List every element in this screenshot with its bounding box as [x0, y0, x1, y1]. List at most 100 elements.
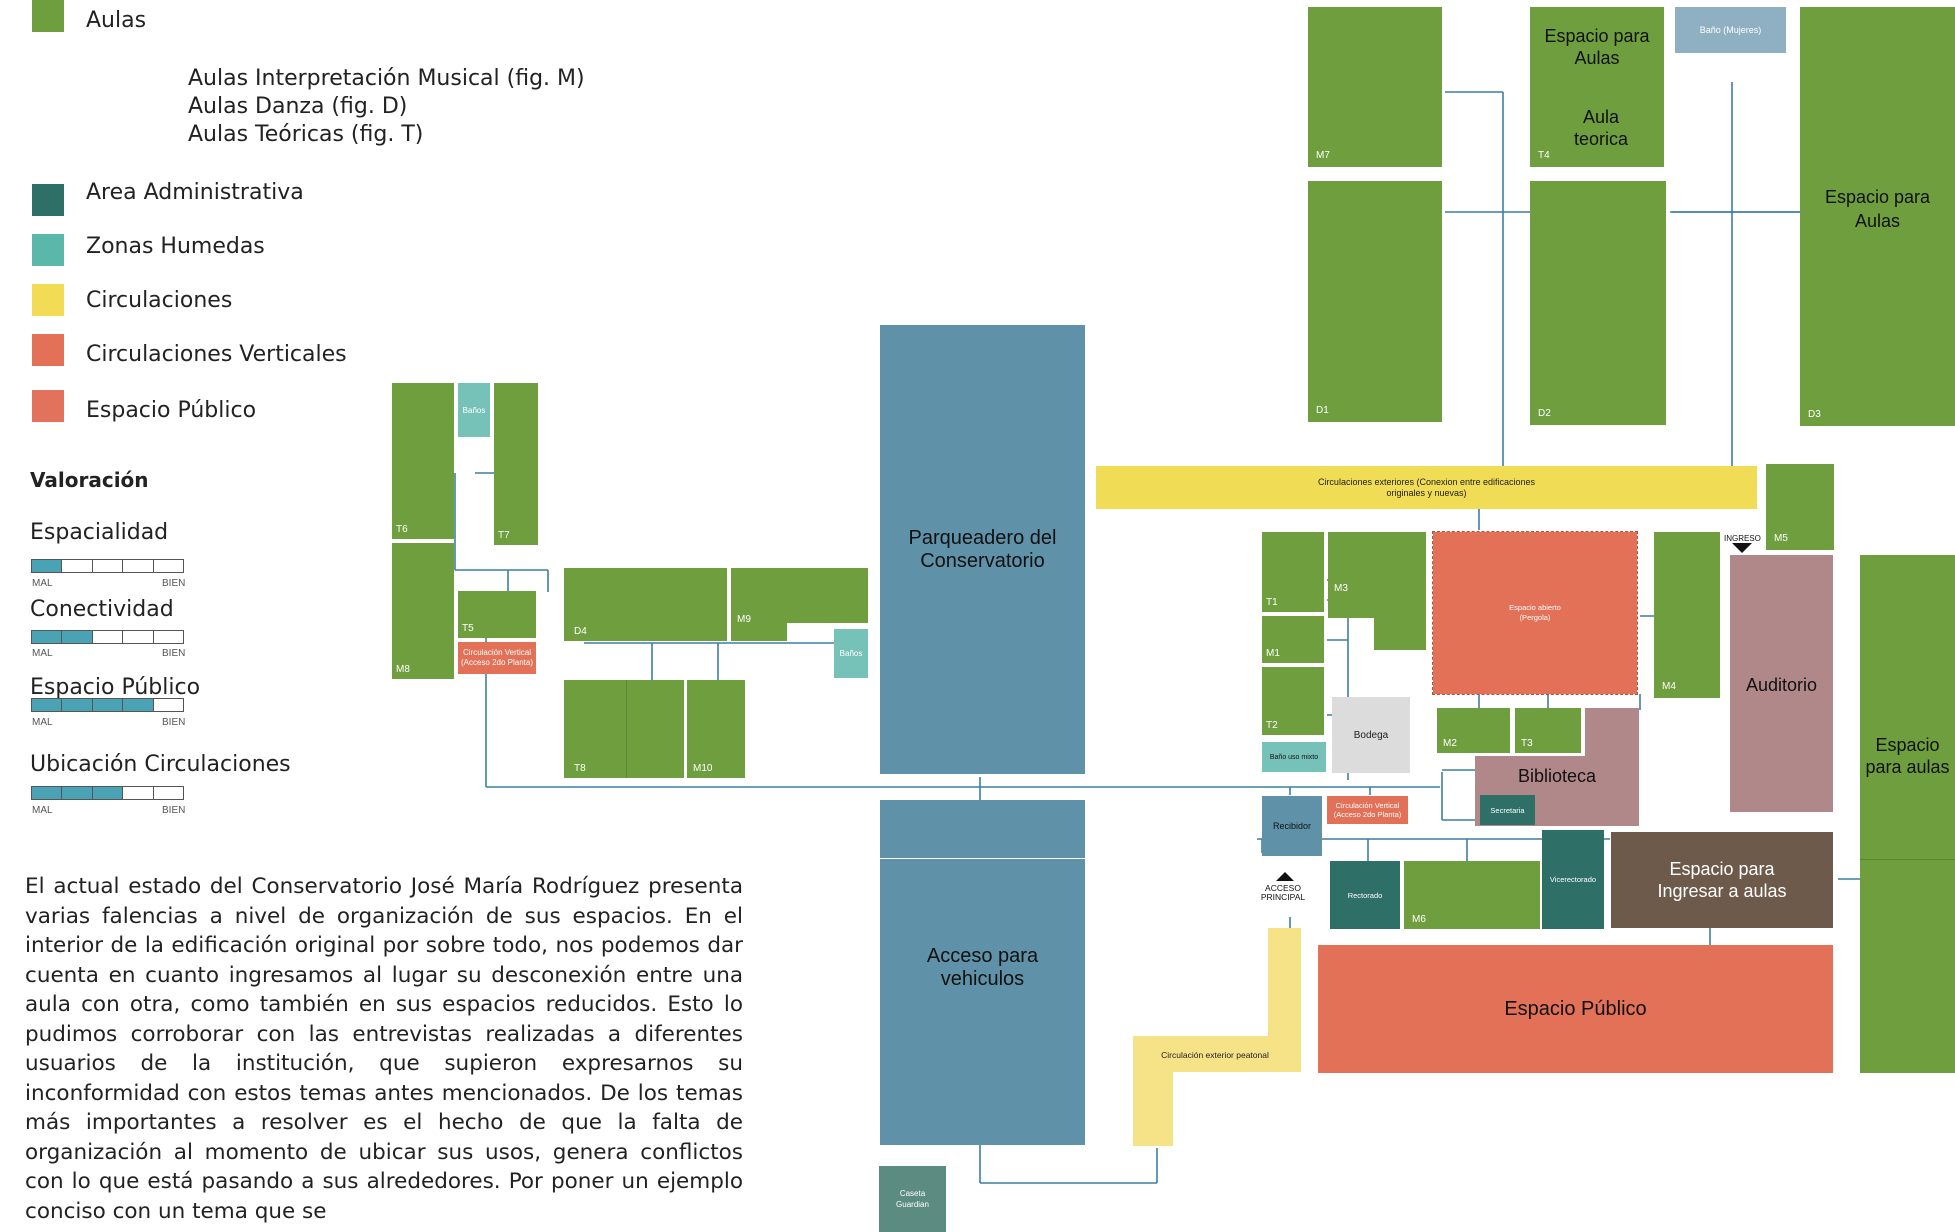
room-label: T4 [1538, 150, 1550, 161]
rating-min: MAL [32, 648, 53, 659]
room-banos-top: Baños [458, 383, 490, 437]
room-label: M5 [1774, 533, 1788, 544]
room-label: Circulación exterior peatonal [1161, 1050, 1269, 1060]
room-label: Espacio abierto (Pergola) [1509, 603, 1561, 622]
legend-label-circ-vert: Circulaciones Verticales [86, 342, 347, 367]
room-m3: M3 [1328, 532, 1426, 618]
espacio-abierto: Espacio abierto (Pergola) [1432, 531, 1638, 695]
divider [1860, 859, 1955, 860]
room-label: Espacio para Ingresar a aulas [1657, 859, 1787, 901]
parqueadero: Parqueadero del Conservatorio [880, 325, 1085, 774]
bano-mixto: Baño uso mixto [1262, 742, 1326, 772]
room-label: Circulaciones exteriores (Conexion entre… [1317, 476, 1536, 498]
room-label: T3 [1521, 738, 1533, 749]
secretaria: Secretaria [1480, 795, 1535, 825]
room-label: Baños [839, 649, 863, 658]
room-label: Espacio para Aulas [1824, 187, 1931, 231]
espacio-aulas-2: Espacio para Aulas [1800, 184, 1955, 234]
room-label: Baño uso mixto [1269, 753, 1319, 761]
legend-sub-danza: Aulas Danza (fig. D) [188, 94, 408, 119]
rating-label-ubicacion: Ubicación Circulaciones [30, 752, 291, 777]
circ-peatonal-vertical [1268, 928, 1301, 1072]
espacio-aulas-right-label: Espacio para aulas [1860, 730, 1955, 782]
room-label: Circulación Vertical (Acceso 2do Planta) [1333, 801, 1402, 819]
room-label: ACCESO PRINCIPAL [1260, 883, 1306, 902]
room-label: Secretaria [1490, 805, 1525, 815]
room-t4: T4 [1530, 7, 1664, 167]
legend-swatch-circulaciones [32, 284, 64, 316]
room-banos-right: Baños [834, 629, 868, 678]
room-m9-ext: M9 [731, 614, 787, 641]
room-label: Espacio Público [1504, 997, 1647, 1020]
room-m6: M6 [1404, 861, 1540, 929]
room-m10: M10 [687, 680, 745, 778]
rating-label-espacio-publico: Espacio Público [30, 675, 201, 700]
room-label: M1 [1266, 648, 1280, 659]
room-label: Espacio para aulas [1865, 735, 1950, 777]
espacio-ingresar-aulas: Espacio para Ingresar a aulas [1611, 832, 1833, 928]
rating-bar-ubicacion [31, 786, 185, 800]
vicerrectorado: Vicerectorado [1542, 830, 1604, 929]
room-t8: T8 [564, 680, 684, 778]
room-label: M4 [1662, 681, 1676, 692]
room-label: Auditorio [1745, 675, 1818, 695]
legend-sub-teoricas: Aulas Teóricas (fig. T) [188, 122, 424, 147]
room-label: Caseta Guardian [896, 1189, 929, 1209]
room-label: Vicerectorado [1549, 875, 1597, 884]
rating-bar-espacialidad [31, 559, 185, 573]
acceso-vehiculos-top [880, 800, 1085, 858]
room-espacio-aulas-right [1860, 555, 1955, 1073]
room-t5: T5 [458, 591, 536, 638]
room-label: Aula teorica [1573, 107, 1629, 149]
legend-label-aulas: Aulas [86, 8, 147, 33]
room-t3: T3 [1515, 708, 1581, 753]
rating-max: BIEN [162, 648, 186, 659]
room-label: Espacio para Aulas [1544, 26, 1650, 68]
rating-min: MAL [32, 717, 53, 728]
room-label: M7 [1316, 150, 1330, 161]
room-m4: M4 [1654, 532, 1720, 698]
bodega: Bodega [1332, 697, 1410, 773]
room-label: Biblioteca [1517, 766, 1597, 786]
bano-mujeres: Baño (Mujeres) [1675, 7, 1786, 53]
room-label: D3 [1808, 409, 1821, 420]
legend-swatch-humedas [32, 234, 64, 266]
room-d2: D2 [1530, 181, 1666, 425]
room-label: Parqueadero del Conservatorio [908, 526, 1057, 572]
legend-swatch-aulas [32, 0, 64, 32]
ingreso-label: INGRESO [1724, 534, 1761, 543]
room-label: D1 [1316, 405, 1329, 416]
room-m2: M2 [1437, 708, 1510, 753]
room-label: T6 [396, 524, 408, 535]
room-label: M6 [1412, 914, 1426, 925]
circ-vertical-right: Circulación Vertical (Acceso 2do Planta) [1327, 796, 1408, 824]
room-label: Acceso para vehiculos [926, 945, 1039, 990]
room-d4: D4 [564, 568, 727, 641]
acceso-vehiculos: Acceso para vehiculos [880, 859, 1085, 1145]
rating-bar-conectividad [31, 630, 185, 644]
acceso-principal-arrow-icon [1276, 872, 1294, 881]
room-label: M9 [737, 614, 751, 625]
rating-max: BIEN [162, 717, 186, 728]
rectorado: Rectorado [1330, 861, 1400, 929]
room-m5: M5 [1766, 464, 1834, 550]
room-m9 [731, 568, 868, 623]
rating-label-espacialidad: Espacialidad [30, 520, 169, 545]
caseta-guardian: Caseta Guardian [879, 1166, 946, 1232]
room-label: M8 [396, 664, 410, 675]
room-label: T1 [1266, 597, 1278, 608]
espacio-aulas-1: Espacio para Aulas [1530, 24, 1664, 70]
rating-min: MAL [32, 805, 53, 816]
room-label: M2 [1443, 738, 1457, 749]
room-label: T8 [574, 763, 586, 774]
room-m8: M8 [392, 543, 454, 679]
room-t6: T6 [392, 383, 454, 539]
room-m3-ext [1374, 612, 1426, 650]
room-m7: M7 [1308, 7, 1442, 167]
room-t2: T2 [1262, 667, 1324, 735]
circ-peatonal-label: Circulación exterior peatonal [1160, 1040, 1270, 1070]
ingreso-arrow-icon [1732, 543, 1752, 553]
room-d3: D3 [1800, 7, 1955, 426]
circulaciones-exteriores: Circulaciones exteriores (Conexion entre… [1096, 466, 1757, 509]
rating-min: MAL [32, 578, 53, 589]
